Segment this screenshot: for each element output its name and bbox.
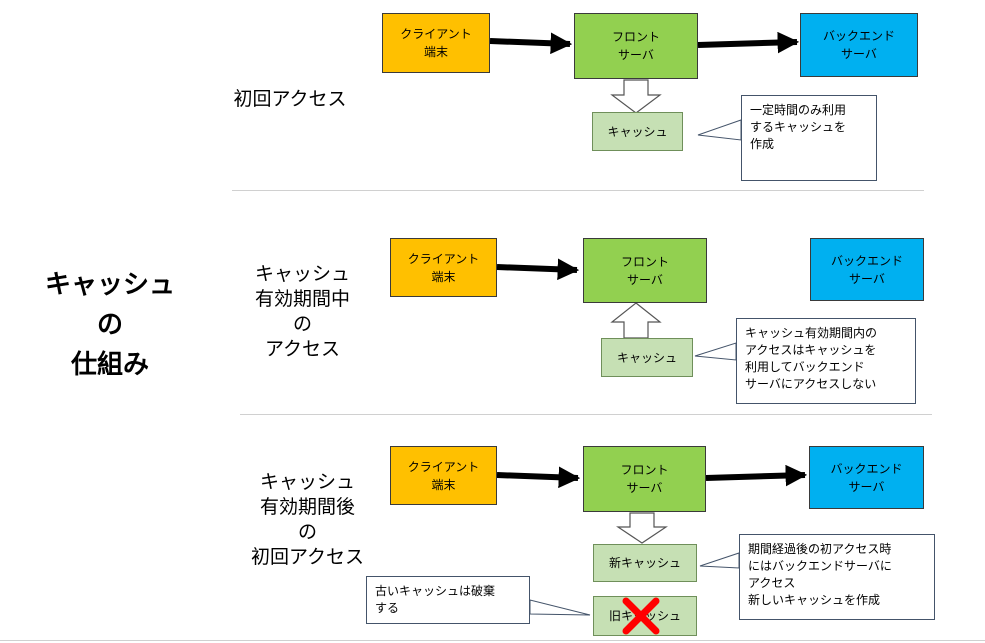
- arrow-client-to-front: [496, 258, 580, 281]
- new-cache-box: 新キャッシュ: [593, 544, 697, 582]
- note-callout: キャッシュ有効期間内の アクセスはキャッシュを 利用してバックエンド サーバにア…: [736, 318, 916, 404]
- block-arrow-down-icon: [616, 512, 668, 544]
- old-cache-note-callout: 古いキャッシュは破棄 する: [366, 576, 530, 624]
- section-label: 初回アクセス: [233, 88, 347, 110]
- arrow-front-to-back: [697, 31, 800, 54]
- client-terminal-box: クライアント 端末: [382, 13, 490, 73]
- cache-box: キャッシュ: [592, 112, 683, 151]
- client-terminal-box: クライアント 端末: [390, 446, 497, 505]
- cache-box: キャッシュ: [601, 338, 693, 377]
- callout-pointer: [694, 342, 737, 361]
- discard-cross-icon: [622, 597, 660, 635]
- front-server-box: フロント サーバ: [574, 13, 698, 79]
- section-divider: [240, 414, 932, 415]
- block-arrow-up-icon: [610, 302, 662, 339]
- backend-server-box: バックエンド サーバ: [810, 238, 924, 301]
- arrow-front-to-back: [705, 464, 808, 487]
- section-label: キャッシュ 有効期間後 の 初回アクセス: [250, 471, 365, 568]
- front-server-box: フロント サーバ: [583, 238, 707, 303]
- client-terminal-box: クライアント 端末: [390, 238, 497, 297]
- front-server-box: フロント サーバ: [583, 446, 706, 512]
- callout-pointer: [697, 119, 742, 141]
- section-divider: [232, 190, 924, 191]
- section-label: キャッシュ 有効期間中 の アクセス: [254, 263, 350, 360]
- block-arrow-down-icon: [610, 79, 662, 114]
- backend-server-box: バックエンド サーバ: [809, 446, 924, 509]
- backend-server-box: バックエンド サーバ: [800, 13, 918, 77]
- callout-pointer: [529, 599, 591, 616]
- note-callout: 一定時間のみ利用 するキャッシュを 作成: [741, 95, 877, 181]
- callout-pointer: [699, 552, 740, 569]
- note-callout: 期間経過後の初アクセス時 にはバックエンドサーバに アクセス 新しいキャッシュを…: [739, 534, 935, 620]
- arrow-client-to-front: [489, 32, 573, 55]
- arrow-client-to-front: [496, 466, 581, 489]
- main-title: キャッシュ の 仕組み: [44, 270, 175, 380]
- bottom-divider: [0, 640, 985, 641]
